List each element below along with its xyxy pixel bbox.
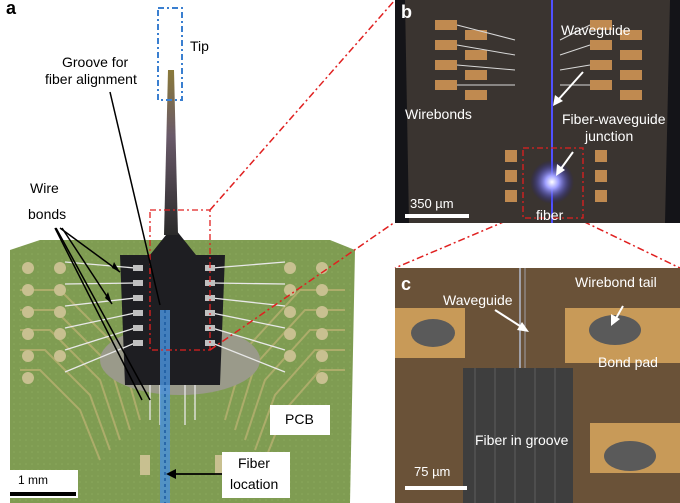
fiber-location-label-line2: location [230, 476, 279, 492]
scale-bar-c [405, 486, 467, 490]
fiber-label-box [222, 452, 290, 498]
panel-a-image: a Tip Groove for fiber alignment Wire bo… [6, 0, 355, 503]
panel-b-image: b Waveguide Wirebonds Fiber-waveguide ju… [395, 0, 680, 223]
chip-body [120, 230, 225, 385]
wirebond-tail-label: Wirebond tail [575, 274, 657, 290]
wirebonds-label-b: Wirebonds [405, 106, 472, 122]
wire-bonds-label-line1: Wire [30, 180, 59, 196]
groove-label-line2: fiber alignment [45, 71, 137, 87]
panel-b-label: b [401, 2, 412, 22]
tip-label: Tip [190, 38, 209, 54]
fiber-label-b: fiber [536, 207, 564, 223]
scale-bar-a-text: 1 mm [18, 473, 48, 487]
panel-c-image: c Waveguide Wirebond tail Bond pad Fiber… [395, 268, 680, 503]
bond-pad-label: Bond pad [598, 354, 658, 370]
panel-a-label: a [6, 0, 17, 18]
fiber-location-label-line1: Fiber [238, 455, 270, 471]
scale-bar-a [10, 492, 76, 496]
waveguide-label-b: Waveguide [561, 22, 631, 38]
pcb-label-box [270, 405, 330, 435]
pcb-label: PCB [285, 411, 314, 427]
tip-box [157, 7, 183, 101]
wire-bonds-label-line2: bonds [28, 206, 67, 222]
scale-bar-c-text: 75 µm [414, 464, 451, 479]
groove-label-line1: Groove for [62, 54, 129, 70]
panel-c-label: c [401, 274, 412, 294]
junction-label-line1: Fiber-waveguide [562, 111, 666, 127]
probe-tip [164, 70, 178, 235]
junction-label-line2: junction [585, 128, 634, 144]
waveguide-label-c: Waveguide [443, 292, 513, 308]
scale-bar-b [405, 214, 469, 218]
scale-bar-b-text: 350 µm [410, 196, 454, 211]
fiber-in-groove-label: Fiber in groove [475, 432, 569, 448]
